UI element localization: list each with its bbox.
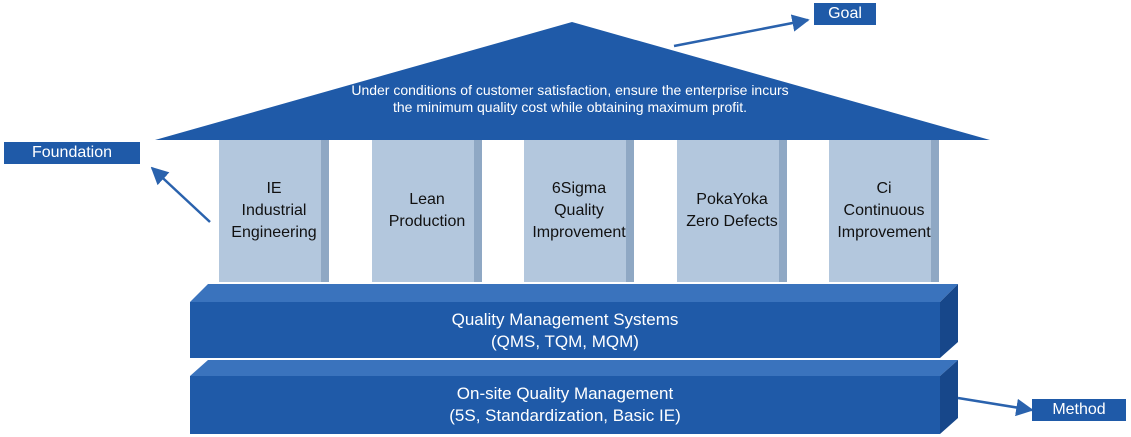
pillar-line: Quality — [554, 202, 604, 219]
pillar-6sigma-text: 6Sigma Quality Improvement — [519, 140, 639, 282]
pillar-line: IE — [266, 180, 282, 197]
pillar-line: Ci — [876, 180, 892, 197]
pillar-line: Production — [388, 213, 466, 230]
pillar-pokayoka-text: PokaYoka Zero Defects — [672, 140, 792, 282]
on-site-quality-management-slab — [190, 360, 958, 434]
pillar-4 — [677, 140, 787, 282]
foundation-label: Foundation — [4, 142, 140, 164]
pillar-2 — [372, 140, 482, 282]
pillar-ci-text: Ci Continuous Improvement — [824, 140, 944, 282]
slab-subtitle: (QMS, TQM, MQM) — [491, 332, 639, 351]
pillar-line: Zero Defects — [686, 213, 778, 230]
pillar-lean-text: Lean Production — [367, 140, 487, 282]
pillar-line: Improvement — [837, 224, 931, 241]
slab-title: Quality Management Systems — [451, 310, 679, 329]
pillar-1 — [219, 140, 329, 282]
method-label: Method — [1032, 399, 1126, 421]
pillar-3 — [524, 140, 634, 282]
pillar-line: Engineering — [231, 224, 317, 241]
pillar-line: Improvement — [532, 224, 626, 241]
goal-arrow — [673, 14, 810, 48]
foundation-arrow — [150, 166, 211, 223]
pillar-line: PokaYoka — [696, 191, 768, 208]
pillar-line: 6Sigma — [551, 180, 607, 197]
method-arrow — [957, 396, 1034, 417]
roof — [155, 22, 990, 140]
slab-subtitle: (5S, Standardization, Basic IE) — [449, 406, 681, 425]
quality-management-systems-text: Quality Management Systems (QMS, TQM, MQ… — [190, 309, 940, 353]
slab-title: On-site Quality Management — [456, 384, 674, 403]
pillar-line: Lean — [409, 191, 445, 208]
quality-management-systems-slab — [190, 284, 958, 358]
pillar-5 — [829, 140, 939, 282]
roof-goal-text: Under conditions of customer satisfactio… — [351, 82, 789, 115]
pillar-line: Industrial — [241, 202, 307, 219]
pillar-ie-text: IE Industrial Engineering — [214, 140, 334, 282]
on-site-quality-management-text: On-site Quality Management (5S, Standard… — [190, 383, 940, 427]
pillar-line: Continuous — [843, 202, 925, 219]
goal-label: Goal — [814, 3, 876, 25]
